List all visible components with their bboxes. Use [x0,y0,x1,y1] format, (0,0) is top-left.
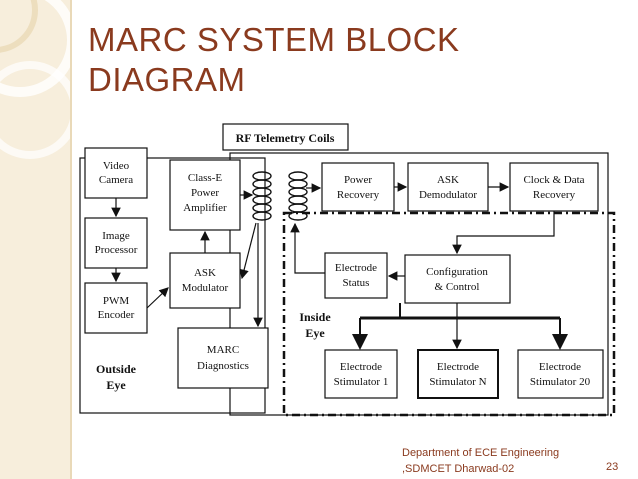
pwm-encoder-label-1: PWM [103,295,130,307]
image-processor-box [84,217,148,269]
clock-data-recovery-label-2: Recovery [533,189,576,201]
image-processor-label-2: Processor [95,244,138,256]
video-camera-box [84,147,148,199]
title-line-2: DIAGRAM [88,61,246,98]
decorative-sidebar [0,0,70,479]
connectors [111,182,568,350]
primary-coil-icon [252,171,272,221]
secondary-coil-icon [288,171,308,221]
electrode-status-box [324,252,388,299]
electrode-status-label-2: Status [343,277,370,289]
electrode-status-label-1: Electrode [335,262,377,274]
block-diagram: RF Telemetry Coils Video Camera Image Pr… [70,118,630,433]
power-recovery-label-1: Power [344,174,372,186]
class-e-amp-box [169,159,241,231]
electrode-stimulator-n-label-1: Electrode [437,361,479,373]
electrode-stimulator-20-label-2: Stimulator 20 [530,376,591,388]
sidebar-divider [70,0,72,479]
footer-department: Department of ECE Engineering [402,447,560,459]
electrode-stimulator-1-label-2: Stimulator 1 [334,376,389,388]
image-processor-label-1: Image [102,230,130,242]
class-e-amp-label-1: Class-E [188,172,223,184]
inside-eye-label-2: Eye [305,326,325,340]
class-e-amp-label-3: Amplifier [183,202,227,214]
video-camera-label-1: Video [103,160,130,172]
outside-eye-label-2: Eye [106,378,126,392]
video-camera-label-2: Camera [99,174,133,186]
outside-eye-label-1: Outside [96,362,137,376]
block-diagram-svg: RF Telemetry Coils Video Camera Image Pr… [79,123,616,417]
pwm-encoder-box [84,282,148,334]
inside-eye-label-1: Inside [299,310,331,324]
electrode-stimulator-1-box [324,349,398,399]
ask-demodulator-label-1: ASK [437,174,459,186]
marc-diagnostics-label-1: MARC [207,344,239,356]
config-control-box [404,254,511,304]
inside-eye-frame [282,211,616,417]
electrode-stimulator-20-label-1: Electrode [539,361,581,373]
title-line-1: MARC SYSTEM BLOCK [88,21,460,58]
class-e-amp-label-2: Power [191,187,219,199]
ask-modulator-label-2: Modulator [182,282,229,294]
electrode-stimulator-n-label-2: Stimulator N [429,376,486,388]
outside-frame [79,157,266,414]
clock-data-recovery-box [509,162,599,212]
config-control-label-1: Configuration [426,266,488,278]
power-recovery-box [321,162,395,212]
electrode-stimulator-n-box [417,349,499,399]
ask-modulator-label-1: ASK [194,267,216,279]
rf-coils-label: RF Telemetry Coils [236,131,335,145]
pwm-encoder-label-2: Encoder [98,309,135,321]
marc-diagnostics-label-2: Diagnostics [197,360,249,372]
config-control-label-2: & Control [435,281,480,293]
ask-modulator-box [169,252,241,309]
decorative-circles [0,0,70,159]
slide-title: MARC SYSTEM BLOCK DIAGRAM [88,20,608,100]
ask-demodulator-label-2: Demodulator [419,189,477,201]
marc-diagnostics-box [177,327,269,389]
slide-footer: Department of ECE Engineering ,SDMCET Dh… [402,445,559,477]
page-number: 23 [606,461,619,473]
electrode-stimulator-1-label-1: Electrode [340,361,382,373]
ask-demodulator-box [407,162,489,212]
rf-coils-box [222,123,349,151]
footer-college: ,SDMCET Dharwad-02 [402,463,515,475]
electrode-stimulator-20-box [517,349,604,399]
power-recovery-label-2: Recovery [337,189,380,201]
clock-data-recovery-label-1: Clock & Data [523,174,584,186]
